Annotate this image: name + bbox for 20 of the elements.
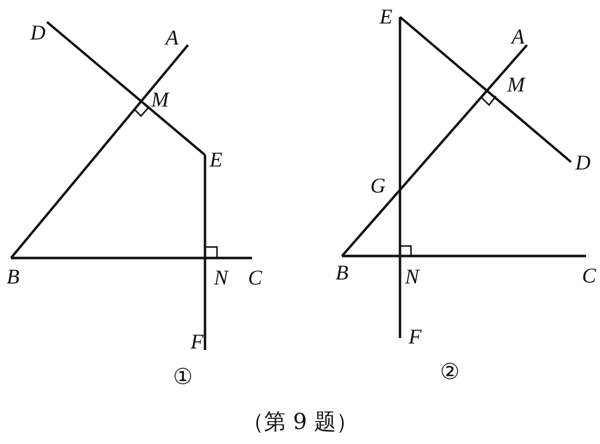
point-label: D (575, 152, 591, 174)
point-label: F (190, 332, 204, 352)
point-label: N (405, 266, 419, 288)
caption: （第 9 题） (242, 410, 358, 435)
point-label: E (210, 150, 222, 170)
point-label: F (408, 326, 422, 348)
point-label: C (582, 266, 596, 286)
point-label: D (30, 22, 46, 44)
point-label: M (507, 74, 525, 96)
point-label: A (166, 28, 178, 48)
point-label: M (151, 90, 169, 110)
figure-number: ② (440, 361, 460, 383)
point-label: N (214, 268, 228, 288)
point-label: B (6, 266, 20, 288)
point-label: A (512, 26, 524, 48)
point-label: E (380, 6, 392, 28)
point-label: B (336, 262, 348, 284)
point-label: G (370, 176, 386, 196)
point-label: C (248, 268, 262, 288)
figure-number: ① (173, 366, 193, 388)
